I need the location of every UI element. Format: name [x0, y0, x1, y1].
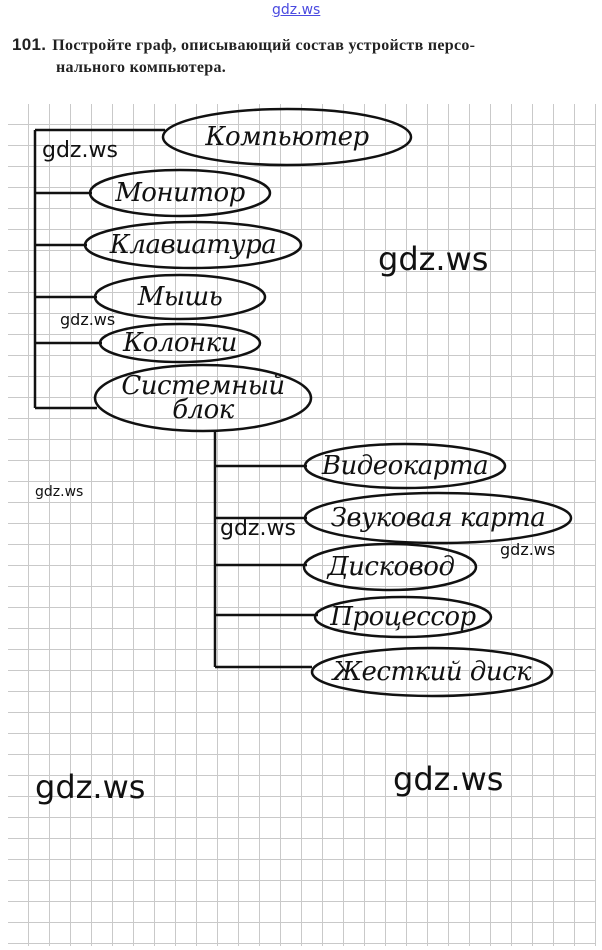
- node-outline-sound: [303, 491, 573, 545]
- node-monitor: Монитор: [92, 172, 268, 214]
- task-line-2: нального компьютера.: [56, 59, 227, 76]
- watermark: gdz.ws: [35, 484, 84, 500]
- node-keyboard: Клавиатура: [87, 224, 299, 266]
- watermark: gdz.ws: [60, 310, 116, 329]
- watermark: gdz.ws: [42, 138, 118, 163]
- node-label: Клавиатура: [109, 230, 277, 260]
- task-number: 101.: [12, 35, 47, 54]
- node-label: Звуковая карта: [330, 503, 546, 533]
- node-system-unit: Системный блок: [97, 366, 309, 430]
- node-label: Компьютер: [205, 122, 369, 152]
- node-hard-disk: Жесткий диск: [314, 649, 550, 695]
- node-outline-keyboard: [83, 220, 303, 270]
- node-label: Жесткий диск: [332, 657, 532, 687]
- node-speakers: Колонки: [102, 324, 258, 362]
- node-disk-drive: Дисковод: [306, 545, 476, 589]
- node-outline-mouse: [93, 273, 267, 321]
- node-sound-card: Звуковая карта: [307, 495, 569, 541]
- task-line-1: Постройте граф, описывающий состав устро…: [52, 37, 476, 54]
- node-label: Колонки: [123, 328, 237, 358]
- node-outline-hdd: [310, 646, 554, 698]
- node-label: Монитор: [115, 178, 245, 208]
- node-outline-drive: [302, 542, 478, 592]
- node-label: Процессор: [330, 602, 476, 632]
- node-computer: Компьютер: [170, 112, 404, 162]
- node-label-line-1: Системный: [121, 371, 285, 401]
- watermark: gdz.ws: [220, 516, 296, 541]
- node-video-card: Видеокарта: [307, 445, 503, 487]
- node-outline-speakers: [98, 322, 262, 364]
- node-outline-monitor: [88, 168, 272, 218]
- task-text: 101. Постройте граф, описывающий состав у…: [12, 34, 592, 79]
- node-label: Дисковод: [327, 552, 455, 582]
- node-outline-cpu: [313, 595, 493, 639]
- node-label-line-2: блок: [172, 395, 234, 425]
- watermark: gdz.ws: [500, 540, 556, 559]
- node-outline-video: [303, 442, 507, 490]
- node-label: Видеокарта: [321, 451, 489, 481]
- watermark-link[interactable]: gdz.ws: [272, 2, 321, 18]
- node-outline-root: [161, 107, 413, 167]
- watermark: gdz.ws: [378, 240, 489, 278]
- watermark: gdz.ws: [35, 768, 146, 806]
- watermark: gdz.ws: [393, 760, 504, 798]
- node-outline-system-unit: [93, 363, 313, 433]
- node-mouse: Мышь: [97, 276, 263, 318]
- node-label: Мышь: [137, 282, 223, 312]
- node-processor: Процессор: [317, 598, 489, 636]
